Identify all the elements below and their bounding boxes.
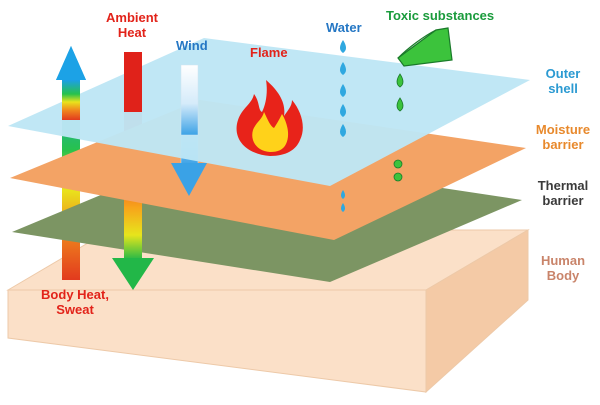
- body-heat-arrow-upper-shaft: [62, 80, 80, 120]
- flask-neck: [397, 29, 437, 59]
- toxic-drop-icon: [396, 97, 404, 112]
- toxic-substances-label: Toxic substances: [386, 8, 495, 23]
- toxic-flask-icon: [397, 27, 453, 67]
- flame-icon: [236, 80, 303, 156]
- human-body-label: Human Body: [540, 253, 586, 283]
- toxic-drop-icon: [393, 172, 403, 182]
- wind-arrow-head: [171, 163, 207, 196]
- ambient-heat-arrow-top: [124, 52, 142, 112]
- human-body-side: [425, 229, 529, 394]
- ambient-heat-label: Ambient Heat: [106, 10, 158, 40]
- wind-arrow-top: [180, 64, 199, 136]
- water-drop-icon: [340, 40, 346, 53]
- moisture-barrier-label: Moisture barrier: [535, 122, 591, 152]
- outer-shell-label: Outer shell: [545, 66, 581, 96]
- toxic-drop-icon: [393, 159, 403, 169]
- water-drop-icon: [340, 104, 346, 117]
- water-label: Water: [326, 20, 362, 35]
- body-heat-arrow-top: [56, 46, 86, 120]
- ambient-heat-arrow-head: [112, 258, 154, 290]
- toxic-drop-icon: [396, 73, 404, 88]
- water-drop-icon: [341, 190, 345, 199]
- flame-label: Flame: [250, 45, 288, 60]
- body-heat-arrow-head-top: [56, 46, 86, 80]
- water-drops-upper: [340, 40, 346, 137]
- water-drop-icon: [340, 84, 346, 97]
- thermal-barrier-label: Thermal barrier: [537, 178, 589, 208]
- water-drop-icon: [340, 62, 346, 75]
- water-drop-icon: [341, 203, 345, 212]
- water-drops-lower: [341, 190, 345, 212]
- toxic-drops-lower: [393, 159, 403, 182]
- wind-label: Wind: [176, 38, 208, 53]
- body-heat-label: Body Heat, Sweat: [41, 287, 109, 317]
- water-drop-icon: [340, 124, 346, 137]
- toxic-drops-upper: [396, 73, 404, 112]
- flask-body: [397, 27, 453, 67]
- flame-inner: [252, 112, 289, 152]
